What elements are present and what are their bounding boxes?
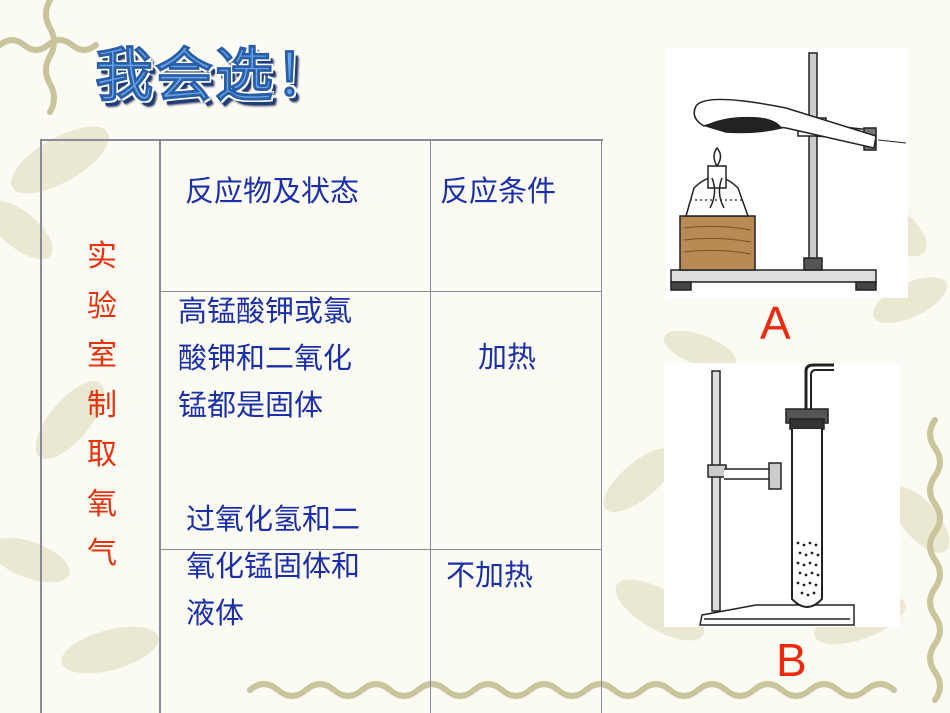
- row2-reactants: 过氧化氢和二 氧化锰固体和 液体: [186, 496, 360, 637]
- row1-reactants: 高锰酸钾或氯 酸钾和二氧化 锰都是固体: [178, 288, 352, 429]
- row1-line: 锰都是固体: [178, 388, 324, 422]
- side-char: 实: [87, 239, 117, 274]
- row2-line: 液体: [186, 596, 245, 630]
- side-char: 制: [87, 387, 117, 423]
- table-right-border: [601, 139, 602, 713]
- row2-condition: 不加热: [446, 558, 534, 592]
- side-char: 取: [87, 437, 117, 472]
- figure-label-a: A: [760, 297, 791, 349]
- liquid-reaction-apparatus-icon: [699, 363, 855, 626]
- row2-line: 过氧化氢和二: [186, 502, 361, 536]
- side-char: 验: [87, 288, 117, 324]
- row1-line: 高锰酸钾或氯: [178, 294, 353, 328]
- table-top-border: [40, 139, 603, 141]
- table-left-border: [40, 139, 42, 713]
- apparatus-b-figure: [664, 363, 900, 627]
- table-divider: [430, 139, 431, 713]
- table-row-divider: [159, 291, 602, 292]
- table-divider: [159, 139, 161, 713]
- side-char: 室: [87, 338, 117, 373]
- side-char: 气: [87, 536, 117, 571]
- header-condition: 反应条件: [440, 174, 557, 208]
- page-title: 我会选！: [94, 41, 336, 110]
- row1-condition: 加热: [478, 340, 537, 374]
- solid-heating-apparatus-icon: [670, 52, 907, 291]
- figure-label-b: B: [776, 634, 807, 686]
- side-char: 氧: [87, 486, 117, 522]
- header-reactants: 反应物及状态: [185, 174, 360, 208]
- apparatus-a-figure: [666, 48, 908, 298]
- row2-line: 氧化锰固体和: [186, 549, 361, 583]
- table-row-divider: [159, 549, 602, 550]
- row1-line: 酸钾和二氧化: [178, 341, 353, 375]
- side-heading: 实 验 室 制 取 氧 气: [80, 232, 124, 579]
